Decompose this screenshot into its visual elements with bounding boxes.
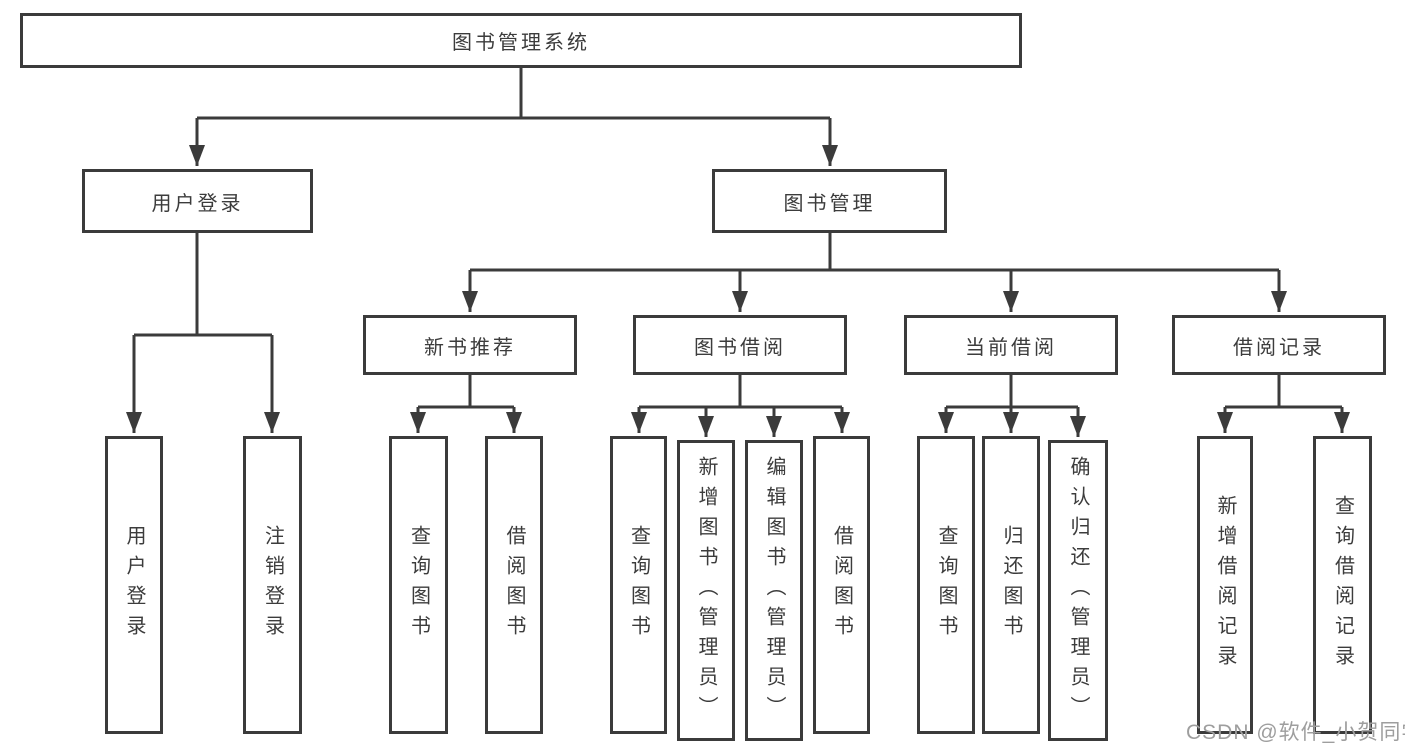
node-root: 图书管理系统 (20, 13, 1022, 68)
node-root-label: 图书管理系统 (452, 32, 590, 54)
leaf-cb-return-books-label: 归还图书 (1000, 525, 1022, 645)
leaf-bw-borrow-books: 借阅图书 (813, 436, 870, 734)
node-user-login-label: 用户登录 (151, 192, 244, 215)
leaf-bw-query-books: 查询图书 (610, 436, 667, 734)
leaf-br-add-record-label: 新增借阅记录 (1214, 495, 1236, 675)
node-borrow-records-label: 借阅记录 (1233, 336, 1325, 359)
leaf-bw-edit-books-admin: 编辑图书（管理员） (745, 440, 803, 741)
node-book-management-label: 图书管理 (783, 192, 876, 215)
leaf-br-query-record: 查询借阅记录 (1313, 436, 1372, 734)
leaf-cb-query-books: 查询图书 (917, 436, 975, 734)
leaf-bw-edit-books-admin-label: 编辑图书（管理员） (763, 455, 785, 726)
node-book-borrow-label: 图书借阅 (694, 336, 786, 359)
leaf-br-add-record: 新增借阅记录 (1197, 436, 1253, 734)
leaf-cb-confirm-return-admin-label: 确认归还（管理员） (1067, 455, 1089, 726)
node-user-login: 用户登录 (82, 169, 313, 233)
leaf-user-login: 用户登录 (105, 436, 163, 734)
leaf-bw-query-books-label: 查询图书 (627, 525, 650, 645)
node-borrow-records: 借阅记录 (1172, 315, 1386, 375)
leaf-cb-query-books-label: 查询图书 (935, 525, 957, 645)
watermark: CSDN @软件_小贺同学 (1186, 721, 1405, 744)
leaf-nb-query-books: 查询图书 (389, 436, 448, 734)
leaf-user-login-label: 用户登录 (123, 525, 145, 645)
node-book-management: 图书管理 (712, 169, 947, 233)
leaf-bw-add-books-admin-label: 新增图书（管理员） (695, 455, 717, 726)
leaf-bw-borrow-books-label: 借阅图书 (830, 525, 853, 645)
node-new-book-recommend: 新书推荐 (363, 315, 577, 375)
leaf-cb-confirm-return-admin: 确认归还（管理员） (1048, 440, 1108, 741)
leaf-cb-return-books: 归还图书 (982, 436, 1040, 734)
node-current-borrow: 当前借阅 (904, 315, 1118, 375)
leaf-nb-borrow-books-label: 借阅图书 (503, 525, 525, 645)
leaf-nb-borrow-books: 借阅图书 (485, 436, 543, 734)
leaf-nb-query-books-label: 查询图书 (407, 525, 430, 645)
node-current-borrow-label: 当前借阅 (965, 336, 1057, 359)
node-new-book-recommend-label: 新书推荐 (424, 336, 516, 359)
leaf-bw-add-books-admin: 新增图书（管理员） (677, 440, 735, 741)
leaf-logout: 注销登录 (243, 436, 302, 734)
leaf-logout-label: 注销登录 (261, 525, 284, 645)
node-book-borrow: 图书借阅 (633, 315, 847, 375)
leaf-br-query-record-label: 查询借阅记录 (1331, 495, 1354, 675)
